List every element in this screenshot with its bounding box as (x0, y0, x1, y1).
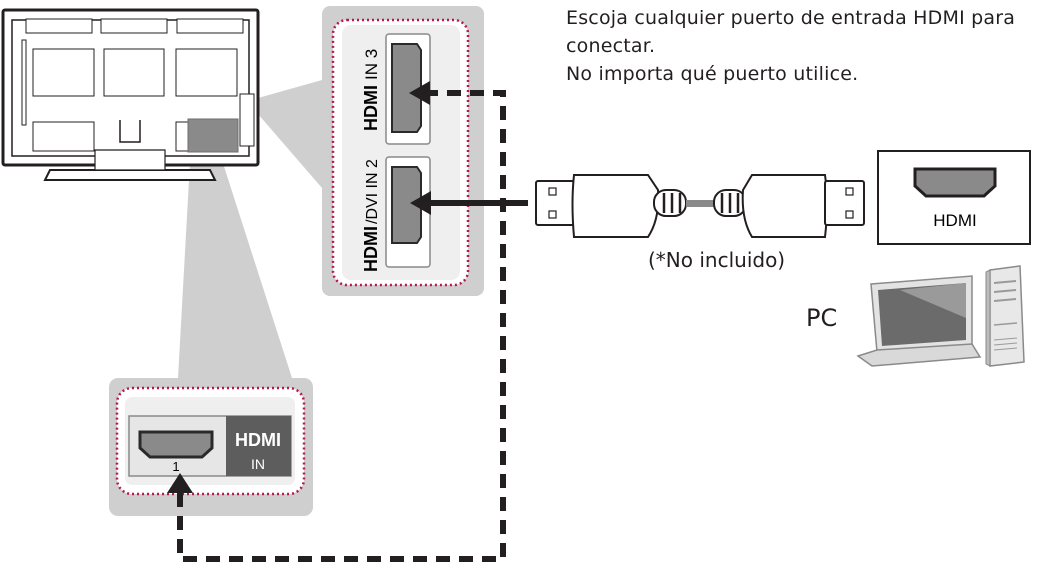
arrow-icon (409, 81, 430, 105)
arrow-icon (167, 473, 193, 493)
pc-label: PC (806, 304, 838, 332)
port-in2-label: /DVI IN 2 (364, 159, 381, 224)
port-in3-label: IN 3 (362, 49, 381, 80)
tv-back-icon (1, 8, 260, 181)
hdmi-cable-icon (535, 174, 865, 238)
rear-panel: 1 HDMI IN (109, 378, 313, 516)
instruction-line-2: conectar. (566, 35, 656, 57)
pc-hdmi-port[interactable]: HDMI (877, 150, 1031, 245)
rear-in-label: IN (251, 456, 265, 472)
instruction-line-1: Escoja cualquier puerto de entrada HDMI … (566, 7, 1016, 29)
arrow-icon (410, 191, 431, 215)
pc-hdmi-label: HDMI (933, 211, 976, 230)
hdmi-port-icon (138, 430, 214, 459)
hdmi-port-in2[interactable] (385, 156, 431, 268)
callout-beam-side (258, 80, 322, 188)
hdmi-port-icon (391, 166, 422, 244)
port-in2-logo: HDMI (361, 226, 381, 272)
port-in3-logo: HDMI (361, 85, 381, 131)
hdmi-port-in3[interactable] (385, 33, 431, 145)
callout-beam-rear (178, 126, 292, 378)
laptop-icon (856, 275, 982, 367)
desktop-tower-icon (985, 265, 1025, 367)
instruction-line-3: No importa qué puerto utilice. (566, 63, 859, 85)
hdmi-port-icon (391, 43, 422, 133)
instructions: Escoja cualquier puerto de entrada HDMI … (566, 4, 1015, 88)
hdmi-port-icon (913, 167, 997, 198)
rear-hdmi-logo: HDMI (235, 430, 281, 450)
rear-port-number: 1 (172, 459, 179, 474)
side-panel: HDMI IN 3 HDMI /DVI IN 2 (322, 6, 484, 296)
cable-not-included-note: (*No incluido) (648, 248, 786, 272)
dashed-connection-line (177, 90, 506, 562)
hdmi-port-in1[interactable] (138, 430, 214, 459)
